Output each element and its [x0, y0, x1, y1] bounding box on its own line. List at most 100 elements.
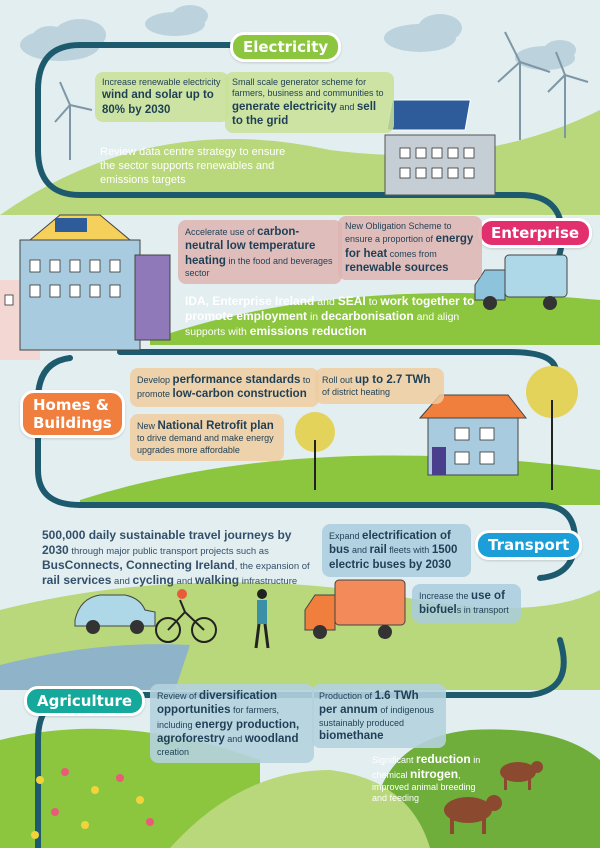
text-bold: walking — [195, 573, 240, 587]
text-bold: renewable sources — [345, 262, 449, 274]
flower-icon — [31, 768, 154, 839]
factory-building-icon — [0, 214, 171, 360]
section-title-electricity: Electricity — [230, 32, 342, 62]
title-line: Homes & — [33, 396, 109, 414]
agriculture-item-3: Significant reduction in chemical nitrog… — [372, 752, 492, 805]
agriculture-item-1: Review of diversification opportunities … — [150, 684, 314, 763]
text-bold: BusConnects, Connecting Ireland — [42, 558, 235, 572]
pedestrian-icon — [254, 589, 270, 649]
text-bold: use of biofuel — [419, 590, 505, 617]
text-bold: low-carbon construction — [172, 388, 307, 401]
electric-truck-icon — [474, 254, 568, 310]
agriculture-item-2: Production of 1.6 TWh per annum of indig… — [312, 684, 446, 749]
text-bold: emissions reduction — [249, 324, 367, 339]
text: Expand — [329, 531, 360, 541]
text: , the expansion of — [234, 561, 310, 572]
text-bold: 500,000 daily sustainable travel journey… — [42, 528, 292, 557]
text: Roll out — [322, 375, 353, 385]
text-bold: woodland — [244, 733, 299, 746]
text-bold: National Retrofit plan — [157, 420, 274, 432]
text-bold: 1.6 TWh per annum — [319, 690, 419, 717]
text: Increase renewable electricity — [102, 77, 221, 87]
text: and — [339, 101, 355, 112]
electricity-item-2: Small scale generator scheme for farmers… — [225, 72, 394, 134]
text-bold: generate electricity — [232, 100, 337, 113]
text: Production of — [319, 691, 373, 701]
enterprise-item-1: Accelerate use of carbon-neutral low tem… — [178, 220, 342, 285]
text-bold: cycling — [132, 573, 174, 587]
text: Significant — [372, 755, 414, 765]
electricity-item-3: Review data centre strategy to ensure th… — [100, 146, 286, 186]
text-bold: rail — [369, 544, 387, 557]
delivery-truck-icon — [304, 579, 406, 639]
text-bold: wind and solar up to 80% by 2030 — [102, 89, 214, 116]
text: comes from — [389, 248, 437, 259]
text: in the food and beverages sector — [185, 255, 333, 279]
electric-car-icon — [74, 594, 156, 634]
text-bold: reduction — [416, 752, 471, 766]
homes-item-1: Develop performance standards to promote… — [130, 368, 319, 407]
house-icon — [418, 394, 528, 476]
text-bold: IDA, Enterprise Ireland — [185, 294, 315, 308]
text-bold: electrification of bus — [329, 530, 451, 557]
enterprise-item-2: New Obligation Scheme to ensure a propor… — [338, 216, 482, 281]
text: Review of — [157, 691, 197, 701]
text: in chemical — [372, 755, 481, 780]
enterprise-item-3: IDA, Enterprise Ireland and SEAI to work… — [185, 294, 475, 339]
text-bold: diversification opportunities — [157, 690, 277, 717]
text-bold: energy for heat — [345, 233, 474, 260]
text: infrastructure — [241, 576, 298, 587]
title-line: Buildings — [33, 414, 112, 432]
text: to — [368, 296, 378, 308]
text-bold: up to 2.7 TWh — [355, 374, 431, 386]
text: Increase the — [419, 591, 469, 601]
transport-item-3: Increase the use of biofuels in transpor… — [412, 584, 521, 623]
text: to drive demand and make energy upgrades… — [137, 433, 274, 455]
text: of indigenous sustainably produced — [319, 705, 434, 728]
section-title-transport: Transport — [475, 530, 583, 560]
text: and align supports with — [185, 311, 460, 339]
text: and — [227, 734, 243, 745]
text: to promote — [137, 375, 311, 400]
solar-building-icon — [384, 99, 496, 196]
text-bold: carbon-neutral low temperature heating — [185, 226, 316, 267]
text-bold: performance standards — [172, 374, 301, 386]
text: and — [317, 296, 335, 308]
text-bold: SEAI — [337, 294, 366, 308]
homes-item-3: New National Retrofit plan to drive dema… — [130, 414, 284, 461]
text: , improved animal breeding and feeding — [372, 770, 476, 804]
text: and — [114, 576, 130, 587]
cyclist-icon — [155, 589, 217, 643]
text: and — [176, 576, 193, 587]
text: fleets with — [389, 545, 430, 556]
text: and — [351, 545, 367, 556]
section-title-homes-buildings: Homes & Buildings — [20, 390, 125, 438]
text: New Obligation Scheme to ensure a propor… — [345, 221, 452, 245]
cow-icon — [444, 761, 543, 834]
homes-item-2: Roll out up to 2.7 TWh of district heati… — [315, 368, 444, 404]
text-bold: energy production, agroforestry — [157, 718, 300, 746]
text: creation — [157, 746, 190, 757]
text: for farmers, including — [157, 705, 279, 730]
text: Accelerate use of — [185, 227, 255, 237]
text-bold: 1500 electric buses by 2030 — [329, 544, 458, 571]
text: of district heating — [322, 387, 391, 398]
text: in — [309, 311, 319, 324]
section-title-agriculture: Agriculture — [24, 686, 146, 716]
wind-turbine-icon — [54, 31, 589, 160]
text: Develop — [137, 375, 171, 385]
text: s in transport — [456, 605, 509, 616]
tree-icon — [295, 366, 578, 490]
cloud-icon — [20, 5, 576, 70]
text-bold: rail services — [42, 573, 112, 587]
text: Small scale generator scheme for farmers… — [232, 77, 384, 99]
transport-item-2: Expand electrification of bus and rail f… — [322, 524, 471, 578]
transport-item-1: 500,000 daily sustainable travel journey… — [42, 528, 312, 588]
text-bold: decarbonisation — [321, 309, 414, 324]
text: through major public transport projects … — [71, 546, 269, 557]
electricity-item-1: Increase renewable electricity wind and … — [95, 72, 229, 122]
section-title-enterprise: Enterprise — [478, 218, 593, 248]
text: New — [137, 421, 156, 431]
text-bold: biomethane — [319, 730, 384, 742]
text-bold: nitrogen — [410, 767, 459, 781]
